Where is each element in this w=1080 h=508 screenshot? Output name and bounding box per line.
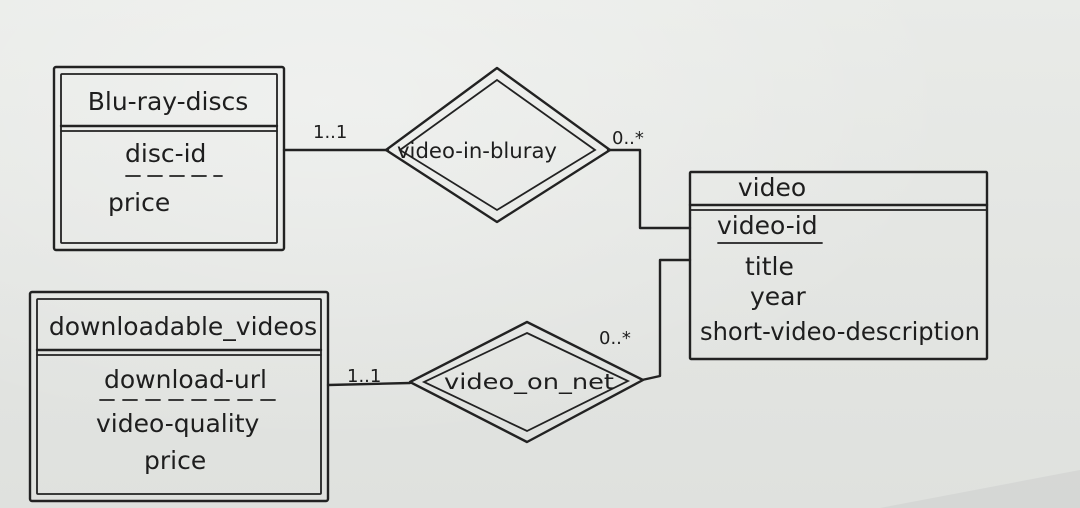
cardinality-right: 0..* — [599, 328, 631, 349]
attribute-price: price — [144, 446, 206, 475]
entity-title: video — [738, 173, 806, 202]
relationship-video-in-bluray: video-in-bluray — [384, 66, 612, 224]
entity-inner-border — [60, 73, 278, 244]
relationship-label: video_on_net — [444, 370, 614, 395]
relationship-label: video-in-bluray — [397, 139, 557, 163]
attribute-download-url: download-url — [104, 365, 267, 394]
relationship-video-on-net: video_on_net — [408, 320, 645, 444]
cardinality-right: 0..* — [612, 128, 644, 149]
cardinality-left: 1..1 — [347, 366, 381, 387]
entity-border — [688, 170, 989, 361]
attribute-title: title — [745, 252, 794, 281]
attribute-short-video-description: short-video-description — [700, 317, 980, 346]
entity-outer-border — [28, 290, 330, 503]
entity-downloadable-videos: downloadable_videos download-url video-q… — [28, 290, 330, 503]
connector-relationship-to-video — [606, 148, 692, 230]
desk-corner — [880, 470, 1080, 508]
entity-video: video video-id title year short-video-de… — [688, 170, 989, 361]
connector-downloadable-to-relationship — [326, 381, 412, 387]
cardinality-left: 1..1 — [313, 122, 347, 143]
relationship-outer-diamond — [384, 66, 612, 224]
attribute-video-quality: video-quality — [96, 409, 259, 438]
attribute-video-id: video-id — [717, 211, 818, 240]
entity-outer-border — [52, 65, 286, 252]
entity-inner-border — [36, 298, 322, 495]
relationship-inner-diamond — [398, 78, 597, 212]
entity-title: Blu-ray-discs — [88, 87, 249, 116]
relationship-outer-diamond — [408, 320, 645, 444]
entity-title: downloadable_videos — [49, 312, 317, 341]
connector-relationship-to-video-2 — [640, 258, 692, 382]
relationship-inner-diamond — [421, 332, 631, 433]
attribute-price: price — [108, 188, 170, 217]
entity-blu-ray-discs: Blu-ray-discs disc-id price — [52, 65, 286, 252]
attribute-disc-id: disc-id — [125, 139, 206, 168]
attribute-year: year — [750, 282, 806, 311]
